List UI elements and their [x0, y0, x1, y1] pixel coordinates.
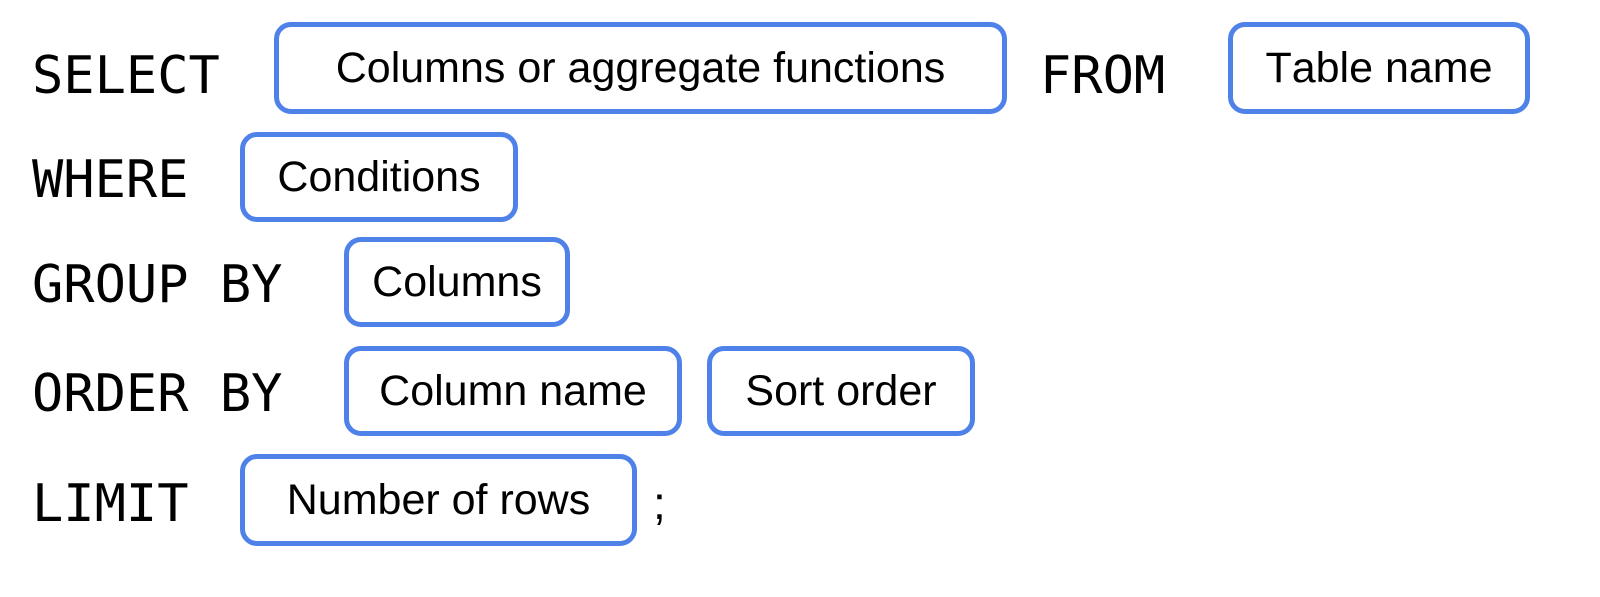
placeholder-label: Conditions: [277, 152, 481, 201]
sql-keyword-group-by: GROUP BY: [32, 255, 283, 315]
placeholder-label: Sort order: [745, 366, 937, 415]
placeholder-table-name[interactable]: Table name: [1228, 22, 1530, 114]
statement-terminator-semicolon: ;: [653, 477, 666, 529]
placeholder-label: Column name: [379, 366, 647, 415]
sql-keyword-limit: LIMIT: [32, 474, 189, 534]
clause-row-order-by: ORDER BY Column name Sort order: [0, 346, 1600, 436]
placeholder-conditions[interactable]: Conditions: [240, 132, 518, 222]
placeholder-label: Table name: [1265, 43, 1493, 92]
clause-row-limit: LIMIT Number of rows ;: [0, 454, 1600, 546]
clause-row-group-by: GROUP BY Columns: [0, 237, 1600, 327]
clause-row-select: SELECT Columns or aggregate functions FR…: [0, 22, 1600, 114]
placeholder-label: Columns: [372, 257, 542, 306]
clause-row-where: WHERE Conditions: [0, 132, 1600, 222]
placeholder-number-of-rows[interactable]: Number of rows: [240, 454, 637, 546]
placeholder-label: Number of rows: [286, 475, 591, 524]
sql-keyword-where: WHERE: [32, 150, 189, 210]
placeholder-column-name[interactable]: Column name: [344, 346, 682, 436]
placeholder-sort-order[interactable]: Sort order: [707, 346, 975, 436]
placeholder-label: Columns or aggregate functions: [335, 43, 946, 92]
placeholder-columns[interactable]: Columns: [344, 237, 570, 327]
sql-keyword-select: SELECT: [32, 46, 220, 106]
sql-keyword-from: FROM: [1040, 46, 1166, 106]
placeholder-columns-or-aggregate-functions[interactable]: Columns or aggregate functions: [274, 22, 1007, 114]
sql-keyword-order-by: ORDER BY: [32, 364, 283, 424]
